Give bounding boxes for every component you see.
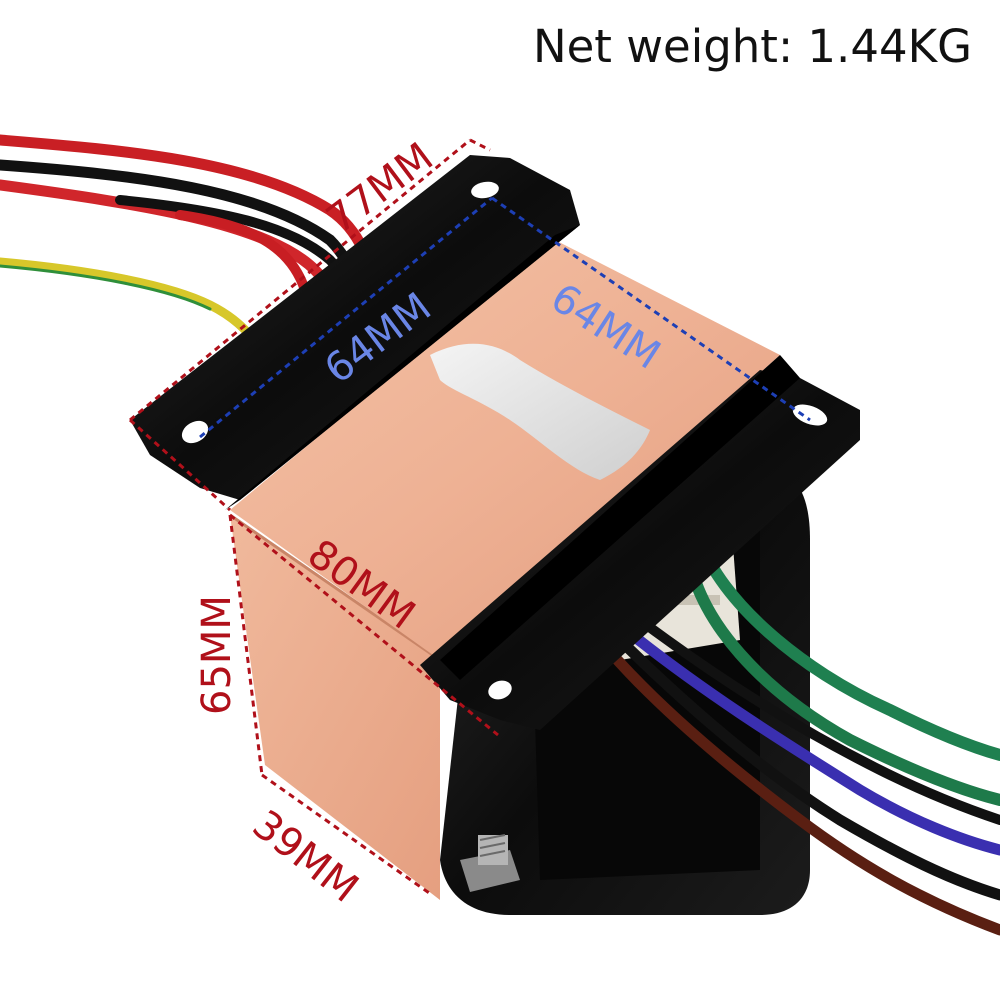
- red-dimension-lines: [128, 138, 499, 897]
- copper-shield: [229, 513, 441, 900]
- copper-top: [230, 240, 780, 660]
- mounting-bolt: [460, 834, 520, 892]
- net-weight-label: Net weight: 1.44KG: [532, 20, 972, 73]
- dim-label-65mm: 65MM: [194, 595, 240, 715]
- mounting-bracket-top: [130, 155, 580, 510]
- output-wires: [594, 534, 1000, 936]
- blue-dimension-lines: [199, 196, 811, 439]
- mounting-bracket-bottom: [420, 355, 860, 730]
